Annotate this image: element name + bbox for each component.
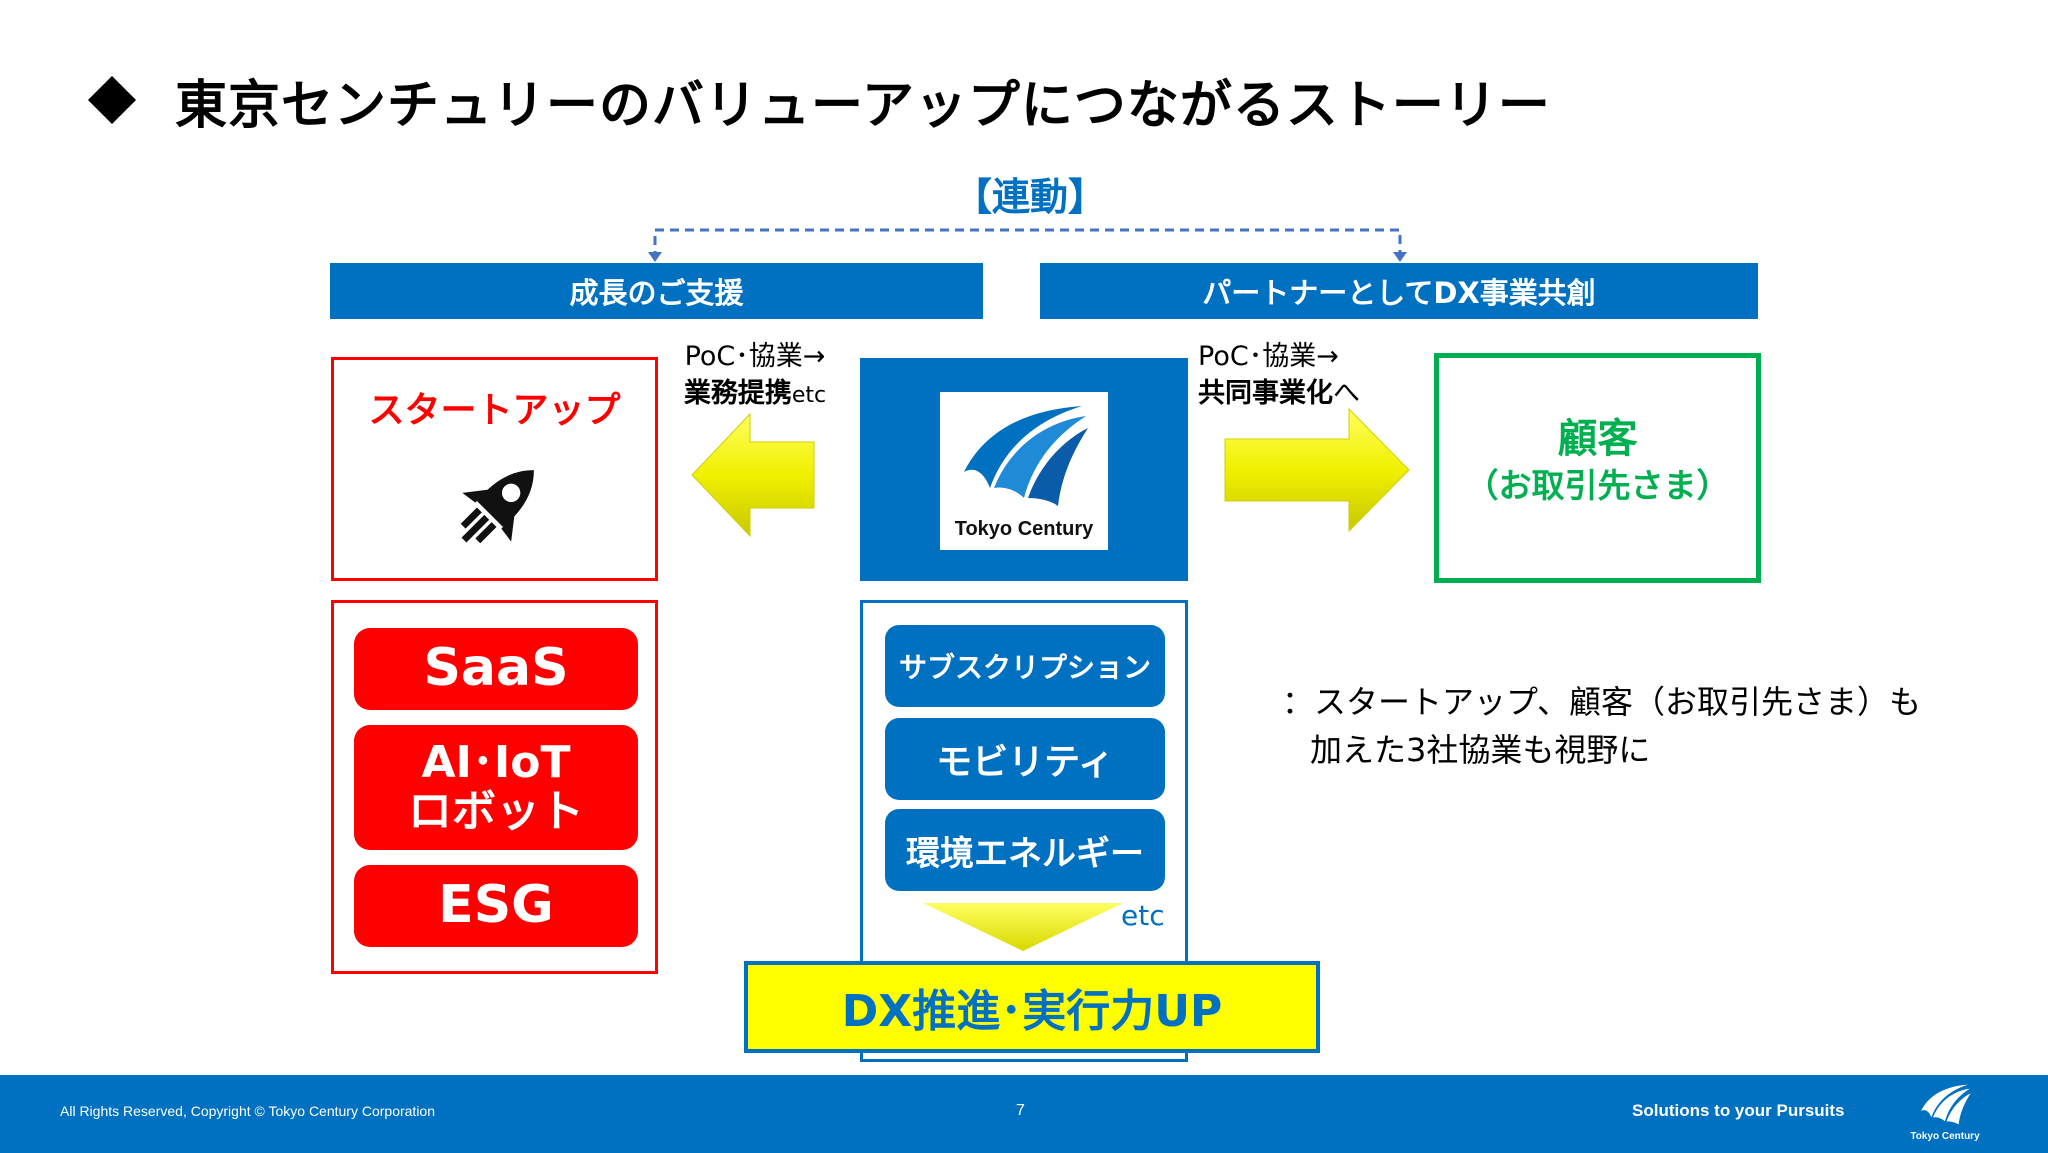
dashed-connector xyxy=(648,228,1407,262)
left-arrow-line1: PoC･協業→ xyxy=(684,341,826,372)
tokyo-century-logo: Tokyo Century xyxy=(940,392,1108,550)
down-yellow-arrow-icon xyxy=(923,903,1123,951)
customer-title: 顧客 xyxy=(1557,416,1638,462)
footer: All Rights Reserved, Copyright © Tokyo C… xyxy=(0,1075,2048,1153)
page-title-text: 東京センチュリーのバリューアップにつながるストーリー xyxy=(175,75,1551,136)
rocket-icon xyxy=(460,470,534,544)
service-subscription: サブスクリプション xyxy=(885,625,1165,707)
field-saas: SaaS xyxy=(354,628,638,710)
tokyo-century-box: Tokyo Century xyxy=(860,358,1188,581)
footer-logo-text: Tokyo Century xyxy=(1910,1131,1980,1142)
left-yellow-arrow-icon xyxy=(691,412,815,538)
dx-promotion-box: DX推進･実行力UP xyxy=(744,961,1320,1053)
tokyo-century-logo-icon xyxy=(964,406,1088,506)
right-yellow-arrow-icon xyxy=(1224,407,1410,533)
page-title: 東京センチュリーのバリューアップにつながるストーリー xyxy=(85,60,1551,140)
note-line1: ：スタートアップ、顧客（お取引先さま）も xyxy=(1282,683,1922,721)
left-arrow-text: PoC･協業→ 業務提携etc xyxy=(655,338,855,414)
left-arrow-etc: etc xyxy=(791,383,827,408)
logo-text: Tokyo Century xyxy=(954,517,1094,540)
customer-subtitle: （お取引先さま） xyxy=(1465,466,1730,505)
footer-copyright: All Rights Reserved, Copyright © Tokyo C… xyxy=(60,1103,435,1119)
startup-fields-box: SaaS AI･IoT ロボット ESG xyxy=(331,600,658,974)
service-mobility: モビリティ xyxy=(885,718,1165,800)
customer-box: 顧客 （お取引先さま） xyxy=(1434,353,1761,583)
link-label: 【連動】 xyxy=(953,174,1106,219)
right-arrow-bold: 共同事業化 xyxy=(1198,378,1333,409)
right-arrow-rest: へ xyxy=(1333,378,1360,409)
startup-title: スタートアップ xyxy=(368,390,621,431)
field-ai-iot-robot: AI･IoT ロボット xyxy=(354,725,638,850)
service-environment-energy: 環境エネルギー xyxy=(885,809,1165,891)
note-text: ：スタートアップ、顧客（お取引先さま）も 加えた3社協業も視野に xyxy=(1282,678,1921,774)
field-esg: ESG xyxy=(354,865,638,947)
right-arrow-line1: PoC･協業→ xyxy=(1198,341,1339,372)
page-number: 7 xyxy=(1016,1102,1025,1119)
left-arrow-bold: 業務提携 xyxy=(683,378,792,409)
services-etc: etc xyxy=(1121,899,1165,932)
bar-partner-dx: パートナーとしてDX事業共創 xyxy=(1040,263,1758,319)
bar-growth-support: 成長のご支援 xyxy=(330,263,983,319)
diamond-bullet-icon xyxy=(87,75,137,125)
right-arrow-text: PoC･協業→ 共同事業化へ xyxy=(1198,338,1398,412)
footer-logo-icon xyxy=(1921,1084,1971,1125)
footer-tagline: Solutions to your Pursuits xyxy=(1632,1101,1845,1120)
note-line2: 加えた3社協業も視野に xyxy=(1310,731,1651,769)
startup-box: スタートアップ xyxy=(331,357,658,581)
services-box: サブスクリプション モビリティ 環境エネルギー etc xyxy=(860,600,1188,1062)
